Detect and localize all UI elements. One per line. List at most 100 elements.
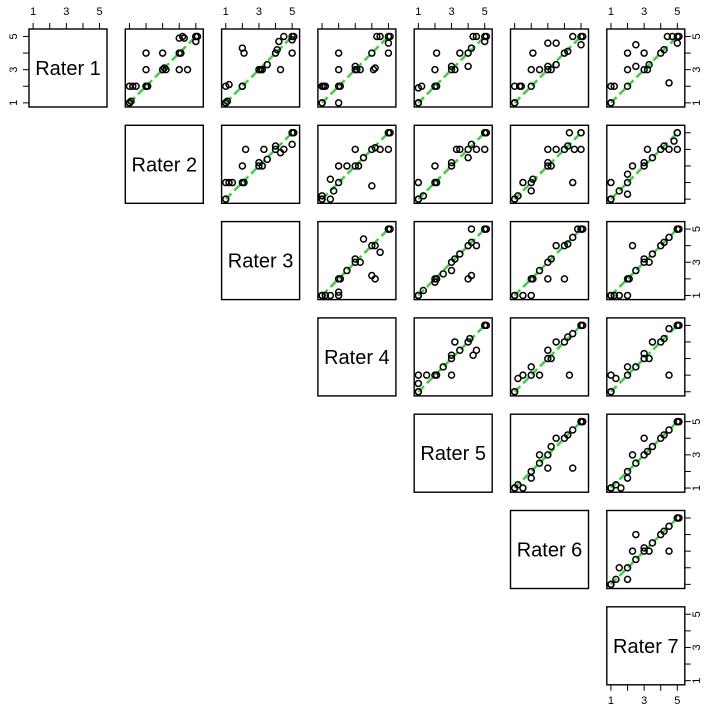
data-point [675, 321, 683, 330]
data-point [645, 547, 653, 555]
data-point [612, 480, 620, 489]
data-point [467, 140, 476, 149]
data-point [321, 82, 330, 91]
scatter-panel-frame [606, 413, 686, 493]
data-point [645, 354, 653, 363]
scatter-panel-frame [317, 28, 397, 108]
data-point [648, 338, 657, 346]
data-point [456, 49, 464, 57]
data-point [544, 275, 552, 283]
data-point [482, 225, 491, 233]
data-point [623, 363, 632, 371]
data-point [467, 225, 476, 233]
data-point [464, 145, 472, 154]
data-point [192, 37, 200, 46]
data-point [514, 374, 522, 383]
data-point [552, 145, 560, 154]
data-point [417, 82, 426, 91]
data-point [276, 65, 285, 74]
data-point [334, 178, 343, 187]
data-point [632, 530, 640, 539]
data-point [467, 271, 476, 280]
y-tick-label: 3 [691, 644, 703, 650]
data-point [615, 564, 623, 572]
data-point [419, 286, 428, 295]
reference-line [224, 35, 294, 104]
data-point [480, 37, 489, 46]
data-point [432, 371, 441, 379]
data-point [628, 162, 637, 170]
data-point [564, 431, 572, 439]
data-point [351, 145, 359, 154]
data-point [432, 49, 441, 57]
data-point [560, 275, 569, 283]
data-point [517, 82, 526, 91]
data-point [467, 238, 476, 247]
data-point [610, 82, 619, 91]
data-point [648, 153, 657, 162]
data-point [568, 32, 577, 41]
variable-label: Rater 7 [613, 636, 679, 658]
data-point [617, 484, 625, 492]
y-tick-label: 3 [691, 259, 703, 265]
data-point [258, 65, 267, 74]
data-point [321, 291, 330, 300]
data-point [431, 65, 439, 74]
data-point [175, 65, 183, 74]
data-point [132, 82, 140, 91]
scatter-panel-frame [317, 220, 397, 301]
data-point [623, 190, 632, 198]
data-point [665, 233, 673, 242]
data-point [643, 447, 652, 456]
data-point [158, 49, 167, 57]
diagonal-panel-frame [413, 413, 493, 493]
data-point [640, 158, 648, 167]
data-point [510, 291, 519, 300]
y-tick-label: 5 [8, 33, 20, 39]
data-point [414, 178, 423, 187]
scatter-panel-frame [509, 220, 590, 301]
scatter-panel-frame [606, 317, 686, 397]
data-point [552, 338, 560, 346]
y-tick-label: 5 [691, 611, 703, 617]
data-point [607, 291, 615, 300]
data-point [183, 65, 192, 74]
data-point [632, 363, 640, 371]
x-tick-label: 1 [608, 695, 614, 707]
data-point [238, 44, 247, 52]
data-point [447, 266, 456, 275]
y-tick-label: 1 [691, 678, 703, 684]
scatter-panel-frame [606, 124, 686, 205]
data-point [547, 162, 555, 170]
data-point [432, 82, 441, 91]
data-point [535, 65, 544, 74]
y-tick-label: 1 [691, 485, 703, 491]
data-point [623, 291, 632, 300]
data-point [628, 451, 637, 459]
data-point [359, 153, 368, 162]
data-point [238, 162, 247, 170]
y-tick-label: 3 [691, 452, 703, 458]
data-point [544, 346, 552, 355]
data-point [623, 170, 632, 179]
data-point [607, 371, 615, 379]
data-point [447, 162, 456, 170]
data-point [386, 32, 394, 41]
data-point [353, 65, 361, 74]
data-point [529, 175, 537, 183]
data-point [225, 178, 233, 187]
data-point [628, 241, 637, 250]
data-point [552, 241, 560, 250]
variable-label: Rater 1 [35, 58, 101, 80]
data-point [660, 45, 668, 54]
data-point [640, 49, 648, 57]
data-point [640, 544, 648, 552]
data-point [565, 129, 574, 137]
data-point [578, 225, 587, 233]
data-point [177, 49, 185, 57]
data-point [665, 522, 673, 531]
data-point [371, 64, 379, 72]
data-point [665, 324, 673, 333]
x-tick-label: 1 [608, 6, 614, 18]
data-point [464, 49, 472, 57]
